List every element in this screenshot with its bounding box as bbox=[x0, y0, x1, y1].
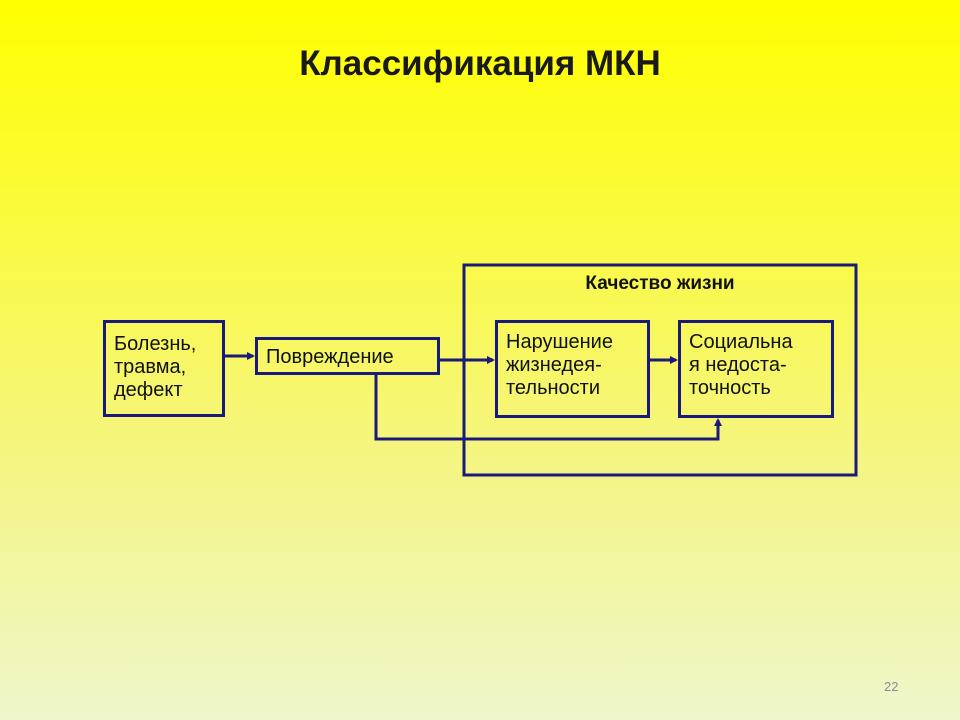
quality-of-life-frame bbox=[462, 263, 858, 477]
node-impairment: Нарушение жизнедея- тельности bbox=[495, 320, 650, 418]
node-impairment-line-2: жизнедея- bbox=[506, 354, 602, 376]
quality-of-life-label: Качество жизни bbox=[585, 273, 735, 294]
slide-title: Классификация МКН bbox=[299, 44, 661, 83]
node-social-line-1: Социальна bbox=[689, 331, 793, 353]
node-disease-line-3: дефект bbox=[114, 379, 183, 401]
page-number: 22 bbox=[884, 679, 899, 694]
node-damage: Повреждение bbox=[255, 337, 440, 375]
node-damage-line-1: Повреждение bbox=[266, 346, 394, 368]
node-disease-line-1: Болезнь, bbox=[114, 333, 197, 355]
node-social: Социальна я недоста- точность bbox=[678, 320, 834, 418]
node-impairment-line-3: тельности bbox=[506, 377, 600, 399]
node-disease: Болезнь, травма, дефект bbox=[103, 320, 225, 417]
node-social-line-3: точность bbox=[689, 377, 771, 399]
arrow-damage-to-social bbox=[374, 375, 722, 441]
node-impairment-line-1: Нарушение bbox=[506, 331, 613, 353]
node-social-line-2: я недоста- bbox=[689, 354, 787, 376]
node-disease-line-2: травма, bbox=[114, 356, 187, 378]
